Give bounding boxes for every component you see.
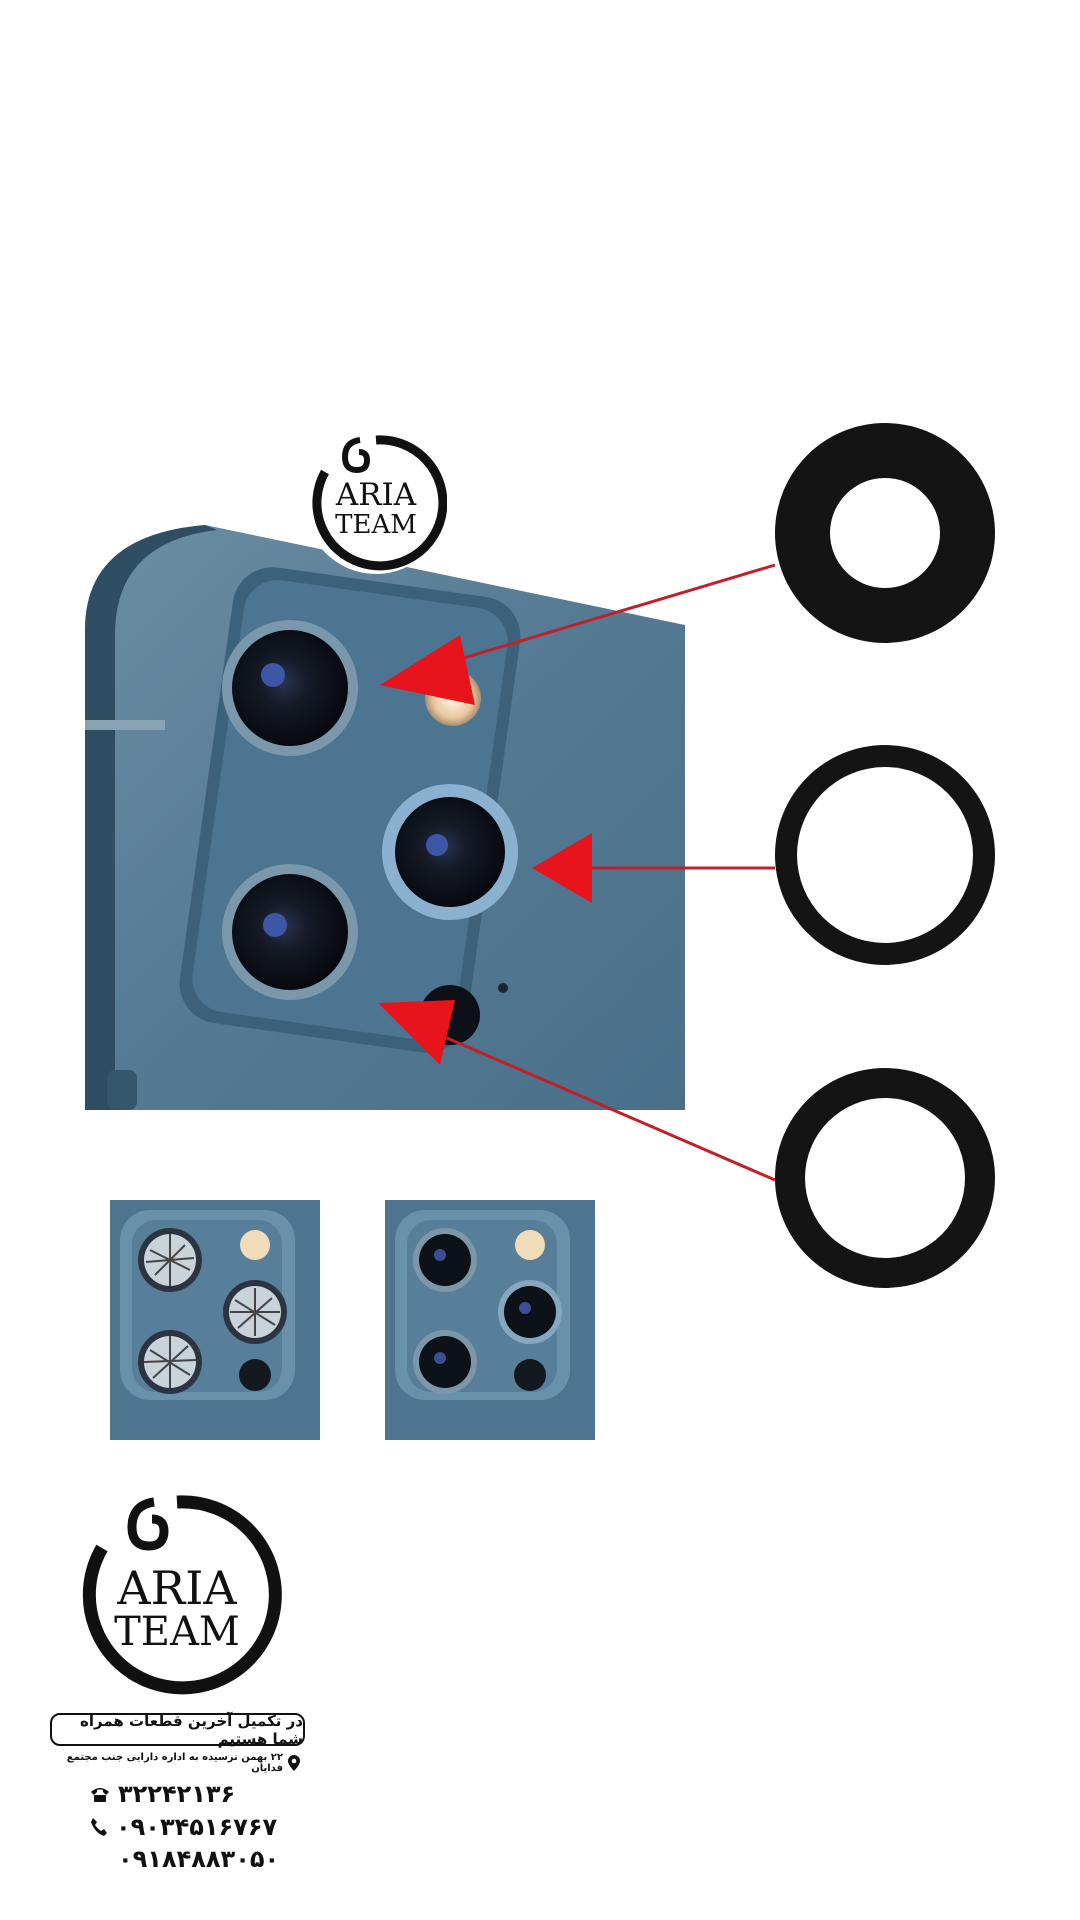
slogan-box: در تکمیل آخرین قطعات همراه شما هستیم xyxy=(50,1711,305,1748)
broken-lens-thumbnail xyxy=(110,1200,320,1440)
landline-row: ۳۲۲۴۲۱۳۶ xyxy=(90,1778,280,1810)
mobile-phone-icon xyxy=(90,1817,108,1837)
lens-glass-ring xyxy=(775,745,995,965)
address-row: ۲۲ بهمن نرسیده به اداره دارایی جنب مجتمع… xyxy=(55,1752,300,1774)
lens-glass-ring xyxy=(775,423,995,643)
mobile-number-2[interactable]: ۰۹۱۸۴۸۸۳۰۵۰ xyxy=(118,1845,280,1873)
intact-lens-thumbnail xyxy=(385,1200,595,1440)
spiral-logo-icon xyxy=(82,1495,282,1695)
mobile-row-1: ۰۹۰۳۴۵۱۶۷۶۷ xyxy=(90,1811,280,1843)
telephone-icon xyxy=(90,1786,110,1802)
mobile-number-1[interactable]: ۰۹۰۳۴۵۱۶۷۶۷ xyxy=(116,1813,278,1841)
aria-team-logo-bottom: ARIA TEAM xyxy=(72,1490,282,1700)
logo-line-1: ARIA xyxy=(117,1561,237,1615)
mobile-row-2: ۰۹۱۸۴۸۸۳۰۵۰ xyxy=(90,1843,280,1875)
landline-number[interactable]: ۳۲۲۴۲۱۳۶ xyxy=(118,1780,236,1808)
slogan-text: در تکمیل آخرین قطعات همراه شما هستیم xyxy=(80,1711,303,1748)
logo-line-2: TEAM xyxy=(335,510,417,540)
spiral-logo-icon xyxy=(305,432,448,574)
address-text: ۲۲ بهمن نرسیده به اداره دارایی جنب مجتمع… xyxy=(66,1752,283,1774)
logo-line-1: ARIA xyxy=(335,477,417,513)
lens-glass-ring xyxy=(775,1068,995,1288)
aria-team-logo-top: ARIA TEAM xyxy=(305,432,448,574)
phone-camera-photo xyxy=(85,525,685,1110)
logo-line-2: TEAM xyxy=(114,1609,240,1655)
location-pin-icon xyxy=(288,1755,300,1771)
